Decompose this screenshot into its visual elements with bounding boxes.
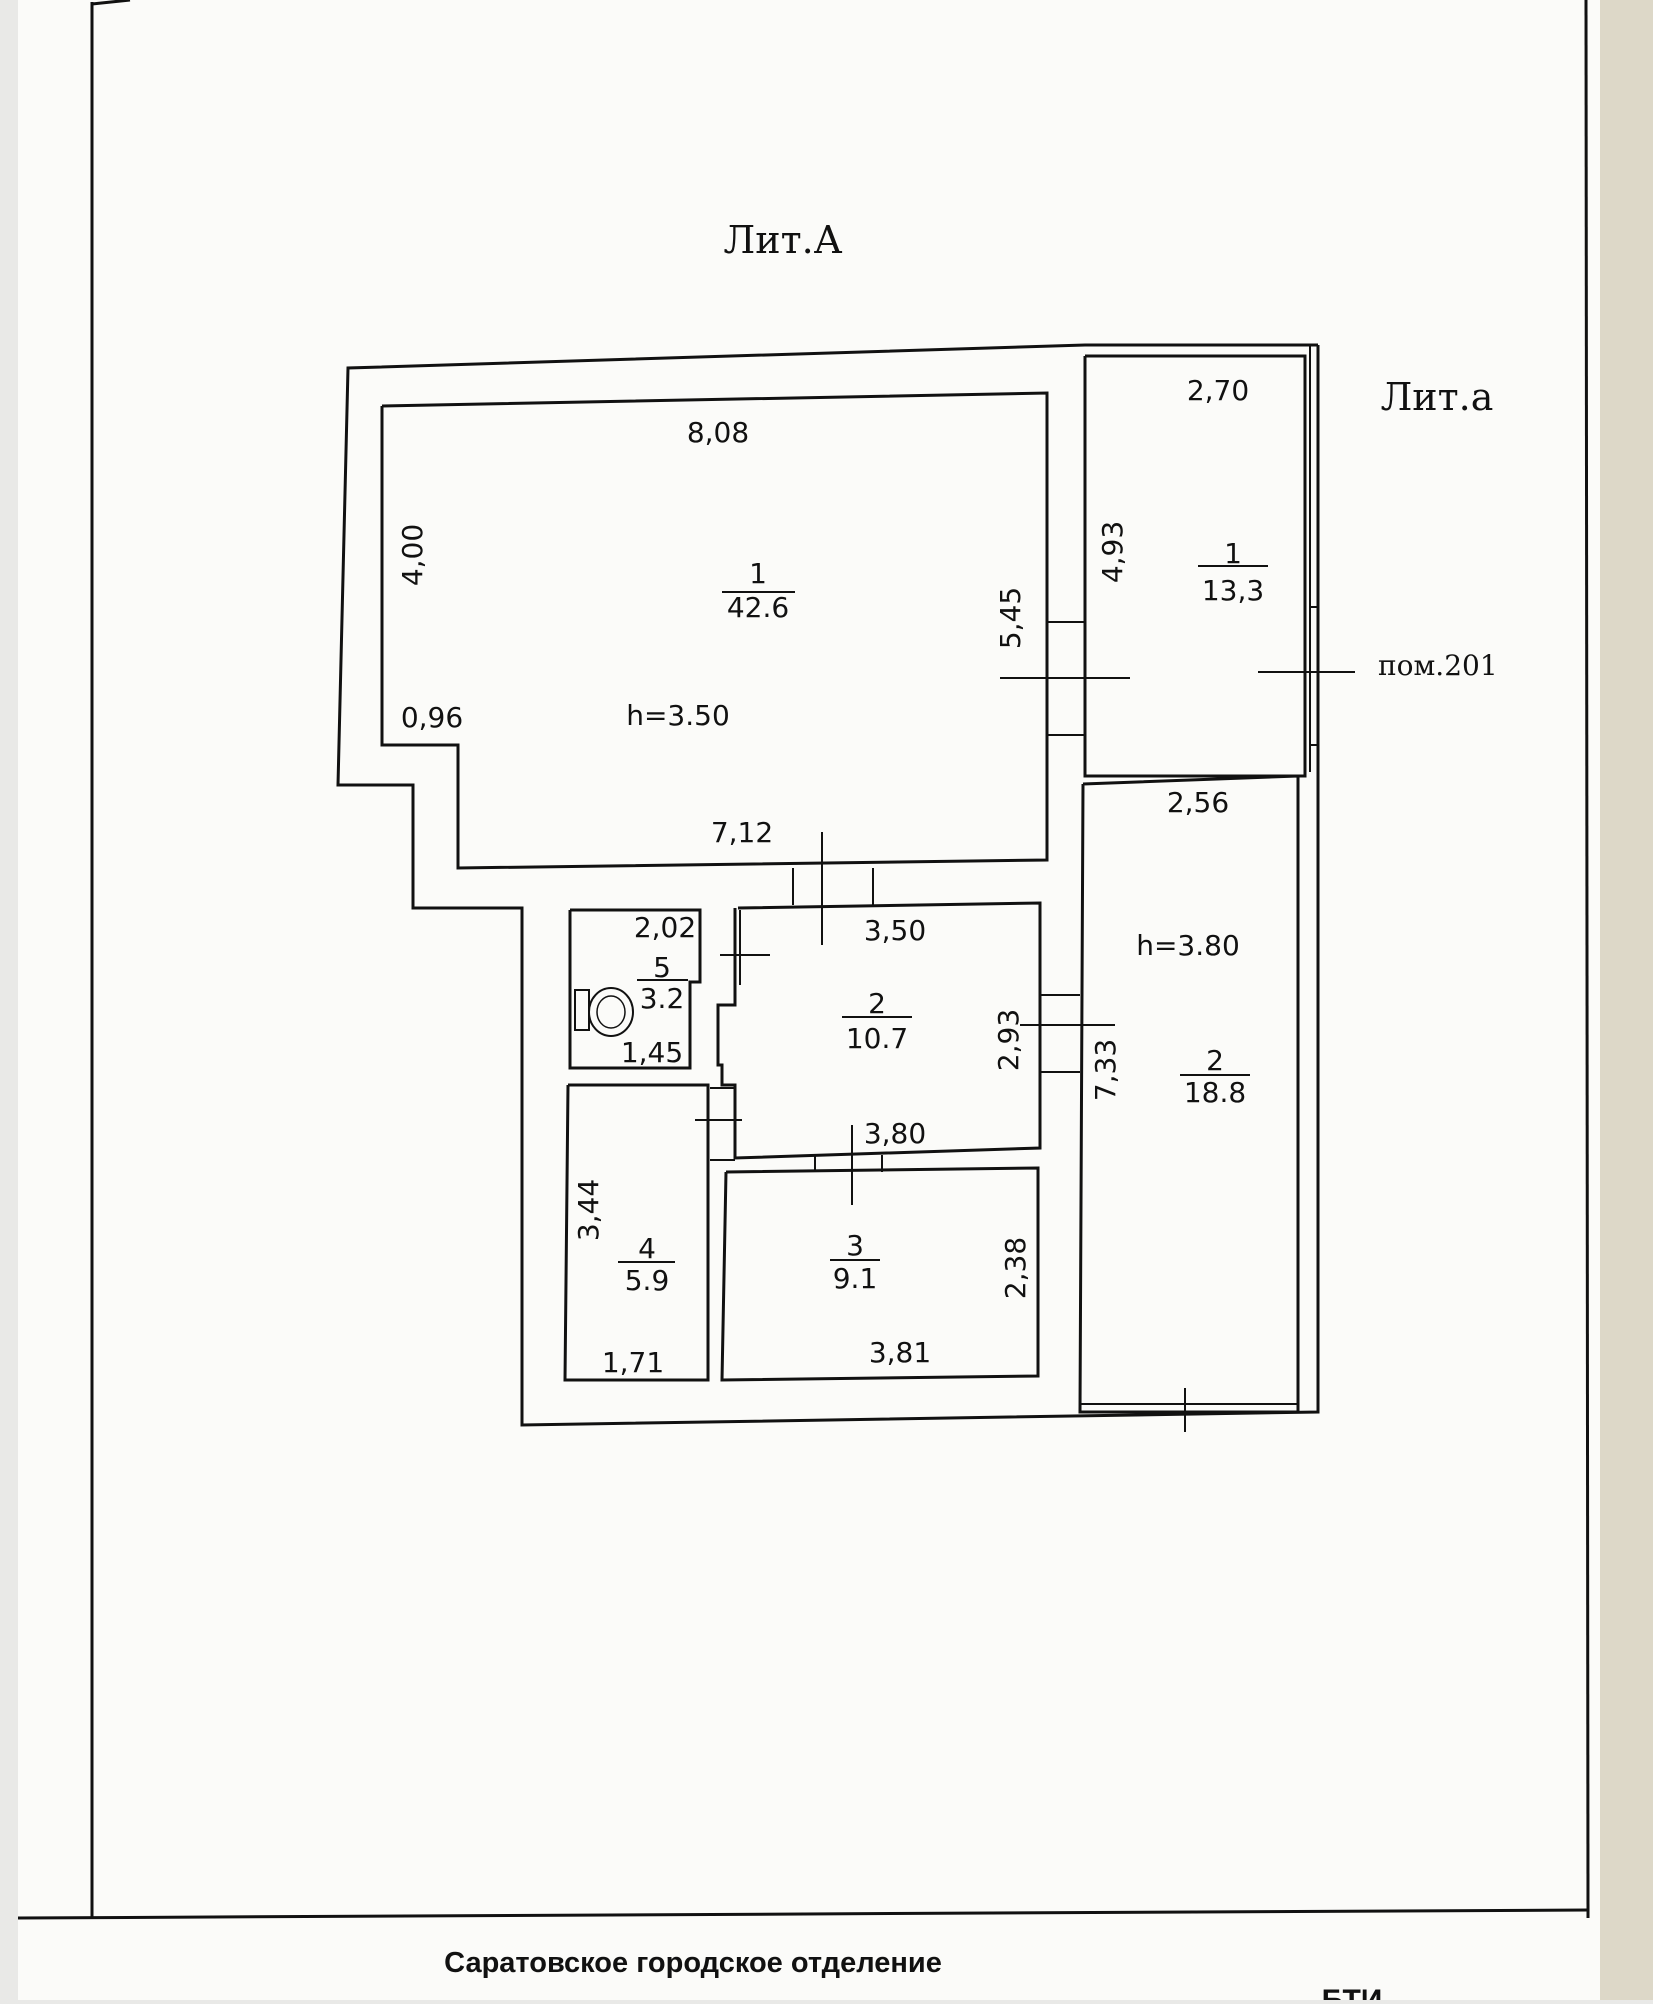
annex-room-2-height: h=3.80: [1136, 929, 1240, 962]
dim-label: 1,71: [602, 1346, 664, 1379]
annex-room-2-number: 2: [1206, 1044, 1224, 1077]
dim-label: 4,93: [1096, 521, 1129, 583]
room-3-number: 3: [846, 1229, 864, 1262]
dim-label: 1,45: [621, 1036, 683, 1069]
dim-label: 3,80: [864, 1117, 926, 1150]
room-1-outline: [380, 391, 1049, 870]
outer-wall: [336, 343, 1320, 1427]
lit-annex-label: Лит.а: [1381, 375, 1494, 419]
room-1-area: 42.6: [727, 591, 789, 624]
pom-label: пом.201: [1378, 649, 1498, 682]
paper: [18, 0, 1618, 2000]
dim-label: 5,45: [994, 587, 1027, 649]
annex-room-1-area: 13,3: [1202, 574, 1264, 607]
dim-label: 2,02: [634, 911, 696, 944]
room-1-height: h=3.50: [626, 699, 730, 732]
footer-title: Саратовское городское отделение: [444, 1947, 942, 1979]
dim-label: 2,70: [1187, 374, 1249, 407]
dim-label: 7,33: [1089, 1039, 1122, 1101]
dim-label: 7,12: [711, 816, 773, 849]
dim-label: 4,00: [396, 524, 429, 586]
room-4-area: 5.9: [625, 1264, 670, 1297]
page-edge: [1600, 0, 1653, 2000]
dim-label: 2,56: [1167, 786, 1229, 819]
room-2-number: 2: [868, 987, 886, 1020]
dim-label: 3,50: [864, 914, 926, 947]
toilet-icon: [574, 987, 634, 1037]
frame-bottom: [17, 1908, 1589, 1920]
room-4-number: 4: [638, 1232, 656, 1265]
room-5-outline: [568, 908, 702, 1070]
dim-label: 8,08: [687, 416, 749, 449]
frame-top: [91, 0, 131, 6]
room-2-outline: [716, 901, 1042, 1160]
dim-label: 0,96: [401, 701, 463, 734]
dim-label: 2,38: [999, 1237, 1032, 1299]
room-1-number: 1: [749, 557, 767, 590]
annex-room-1-outline: [1083, 354, 1307, 778]
room-3-outline: [720, 1166, 1040, 1382]
dim-label: 3,44: [572, 1179, 605, 1241]
room-5-number: 5: [653, 951, 671, 984]
annex-room-1-number: 1: [1224, 537, 1242, 570]
dim-label: 2,93: [992, 1009, 1025, 1071]
annex-room-2-area: 18.8: [1184, 1076, 1246, 1109]
frame-right: [1584, 0, 1590, 1919]
footer-cut-text: БТИ: [1322, 1984, 1383, 2000]
lit-main-label: Лит.А: [724, 218, 843, 262]
room-3-area: 9.1: [833, 1262, 878, 1295]
room-2-area: 10.7: [846, 1022, 908, 1055]
room-4-outline: [563, 1083, 710, 1382]
annex-room-2-outline: [1078, 774, 1300, 1414]
room-5-area: 3.2: [640, 982, 685, 1015]
dim-label: 3,81: [869, 1336, 931, 1369]
